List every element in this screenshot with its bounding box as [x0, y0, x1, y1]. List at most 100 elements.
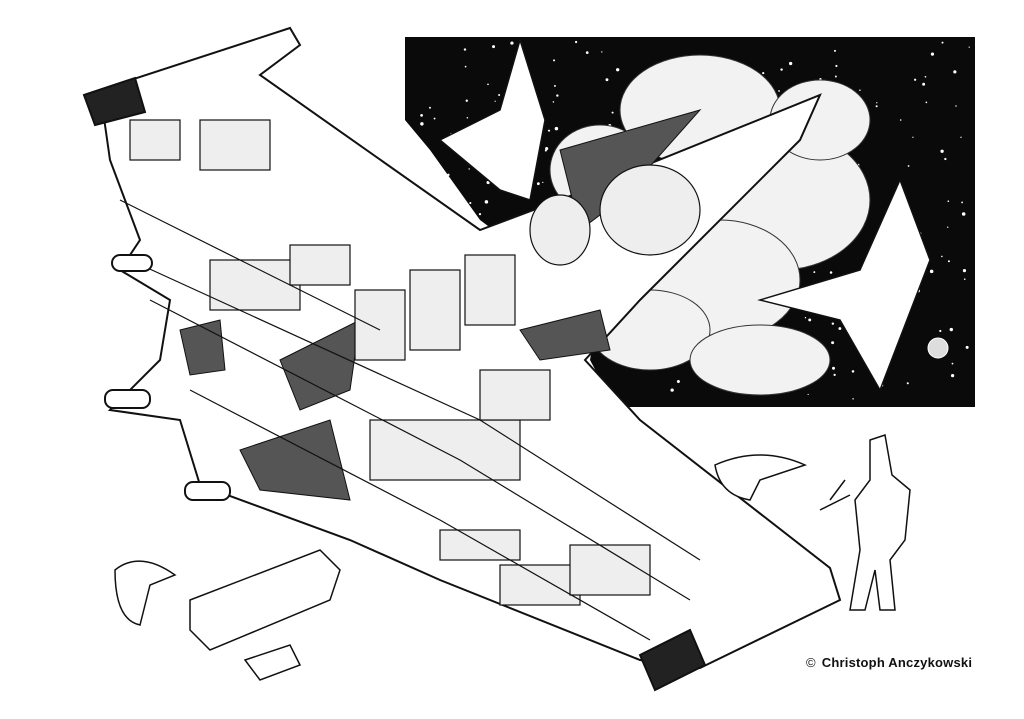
artist-credit: © Christoph Anczykowski	[806, 655, 972, 670]
star	[547, 129, 551, 132]
star	[947, 226, 949, 228]
star	[941, 255, 943, 258]
star	[670, 388, 674, 392]
star	[859, 89, 861, 92]
star	[965, 345, 969, 349]
star	[925, 101, 928, 104]
star	[498, 93, 501, 96]
star	[912, 136, 914, 138]
star	[422, 170, 426, 173]
star	[552, 101, 555, 103]
star	[968, 46, 970, 48]
star	[829, 271, 833, 274]
star	[780, 68, 783, 71]
star	[852, 398, 854, 400]
star	[962, 269, 967, 273]
copyright-symbol: ©	[806, 655, 816, 670]
star	[470, 219, 472, 221]
star	[542, 181, 544, 184]
engine-nacelle-top	[82, 76, 147, 127]
star	[832, 366, 835, 370]
star	[433, 117, 436, 120]
distant-ship	[438, 37, 931, 392]
star	[616, 68, 620, 72]
star	[463, 48, 467, 51]
star	[961, 201, 963, 204]
star	[944, 157, 947, 161]
star	[929, 269, 934, 274]
star	[429, 106, 431, 109]
star	[465, 99, 468, 102]
star	[466, 117, 469, 119]
star	[899, 119, 902, 121]
star	[788, 61, 793, 66]
star	[484, 200, 489, 204]
star	[556, 94, 559, 97]
star	[468, 168, 470, 170]
star	[951, 362, 954, 365]
star	[939, 329, 942, 333]
star	[930, 52, 935, 56]
star	[831, 322, 835, 325]
star	[510, 41, 514, 45]
star	[955, 105, 957, 107]
star	[833, 49, 837, 52]
star	[778, 90, 780, 92]
star	[432, 157, 435, 160]
star	[835, 64, 838, 68]
star	[924, 75, 927, 78]
shaded-panels	[179, 109, 702, 501]
star	[544, 149, 547, 152]
star	[875, 105, 878, 108]
star	[804, 316, 807, 319]
star	[478, 212, 482, 216]
star	[808, 318, 812, 322]
star	[574, 40, 578, 44]
planet	[927, 337, 949, 359]
star	[487, 83, 489, 86]
star	[838, 327, 842, 330]
star	[536, 182, 540, 186]
star	[492, 45, 496, 49]
star	[545, 147, 549, 151]
star	[553, 84, 556, 87]
star	[807, 393, 809, 396]
star	[950, 374, 955, 378]
star	[947, 200, 950, 203]
star	[961, 212, 966, 216]
star	[906, 382, 909, 385]
star	[833, 373, 836, 376]
main-ship	[82, 26, 842, 692]
star	[469, 202, 472, 205]
star	[813, 271, 816, 274]
star	[834, 75, 837, 78]
alien-figure	[819, 434, 911, 611]
star	[851, 370, 855, 373]
thrusters	[104, 254, 231, 501]
star	[947, 260, 950, 263]
star	[876, 102, 878, 104]
star	[941, 41, 944, 44]
equipment-bays	[129, 119, 701, 606]
star	[605, 78, 609, 82]
artist-name: Christoph Anczykowski	[821, 655, 973, 670]
star	[762, 72, 765, 75]
star	[464, 65, 467, 68]
star	[831, 341, 835, 345]
star	[553, 59, 556, 62]
star	[420, 113, 423, 117]
star	[914, 78, 917, 81]
engine-nacelle-bottom	[638, 628, 707, 692]
star	[953, 70, 957, 74]
star	[922, 82, 926, 86]
star	[494, 100, 496, 102]
star	[907, 165, 910, 167]
drones	[114, 454, 808, 681]
star	[949, 327, 954, 332]
panel-lines	[119, 199, 701, 641]
star	[676, 379, 680, 383]
star	[447, 173, 450, 177]
star	[960, 136, 962, 138]
star	[420, 122, 424, 126]
